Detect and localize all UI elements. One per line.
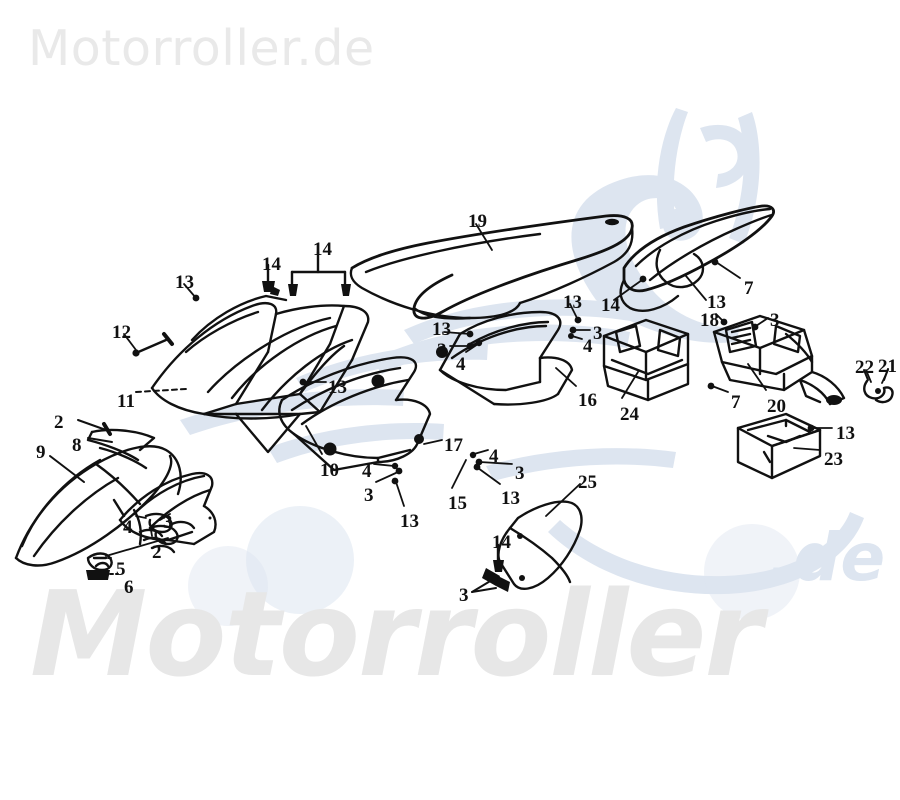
callout-10: 10 <box>320 460 339 481</box>
leader-lines <box>123 223 889 537</box>
callout-13-h: 13 <box>400 511 419 532</box>
callout-4-c: 4 <box>489 446 499 467</box>
callout-23: 23 <box>824 449 843 470</box>
callout-13-d: 13 <box>432 319 451 340</box>
callout-7-a: 7 <box>744 278 754 299</box>
part-10-side-cover <box>150 294 370 454</box>
callout-15: 15 <box>448 493 467 514</box>
callout-14-a: 14 <box>262 254 281 275</box>
callout-3-c: 3 <box>437 340 447 361</box>
part-tail-cowl <box>619 204 775 312</box>
part-19-seat <box>349 214 634 320</box>
callout-13-b: 13 <box>707 292 726 313</box>
callout-3-d: 3 <box>515 463 525 484</box>
part-12-screw <box>132 332 174 357</box>
callout-3-f: 3 <box>163 512 173 533</box>
callout-17: 17 <box>444 435 463 456</box>
part-8-pointer <box>87 437 113 443</box>
callout-13-f: 13 <box>836 423 855 444</box>
callout-3-e: 3 <box>364 485 374 506</box>
callout-5: 5 <box>116 559 126 580</box>
part-14-clip-bottom <box>471 543 510 593</box>
callout-24: 24 <box>620 404 639 425</box>
part-11-tab <box>135 388 187 393</box>
callout-13-e: 13 <box>328 377 347 398</box>
part-14-clips-top <box>262 250 351 296</box>
callout-4-a: 4 <box>583 336 593 357</box>
callout-22: 22 <box>855 357 874 378</box>
part-15-lower-panel <box>278 356 432 472</box>
part-24-duct-box <box>602 318 690 402</box>
callout-16: 16 <box>578 390 597 411</box>
callout-25: 25 <box>578 472 597 493</box>
part-5-6-grommet <box>86 537 169 580</box>
callout-11: 11 <box>117 391 135 412</box>
callout-19: 19 <box>468 211 487 232</box>
part-20-frame-bracket <box>712 314 846 406</box>
callout-12: 12 <box>112 322 131 343</box>
callout-3-g: 3 <box>459 585 469 606</box>
callout-4-d: 4 <box>362 461 372 482</box>
bottom-watermark: Motorroller <box>30 565 763 703</box>
top-watermark: Motorroller.de <box>28 20 375 77</box>
callout-2-a: 2 <box>54 412 64 433</box>
callout-21: 21 <box>878 356 897 377</box>
part-9-pointer <box>49 455 85 483</box>
callout-14-c: 14 <box>601 295 620 316</box>
logo-de-suffix: .de <box>768 519 885 596</box>
callout-7-b: 7 <box>731 392 741 413</box>
callout-4-e: 4 <box>123 517 133 538</box>
callout-8: 8 <box>72 435 82 456</box>
callout-6: 6 <box>124 577 134 598</box>
part-2-screw-upper <box>77 419 112 436</box>
callout-14-d: 14 <box>492 532 511 553</box>
callout-14-b: 14 <box>313 239 332 260</box>
callout-13-g: 13 <box>501 488 520 509</box>
callout-3-b: 3 <box>770 310 780 331</box>
callout-2-b: 2 <box>152 542 162 563</box>
callout-20: 20 <box>767 396 786 417</box>
callout-9: 9 <box>36 442 46 463</box>
part-9-front-fender <box>14 428 217 567</box>
part-16-rear-panel <box>436 310 574 406</box>
part-23-battery-tray <box>736 412 822 480</box>
callout-18: 18 <box>700 310 719 331</box>
callout-3-a: 3 <box>593 323 603 344</box>
callout-13-c: 13 <box>563 292 582 313</box>
callout-13-a: 13 <box>175 272 194 293</box>
callout-4-b: 4 <box>456 354 466 375</box>
